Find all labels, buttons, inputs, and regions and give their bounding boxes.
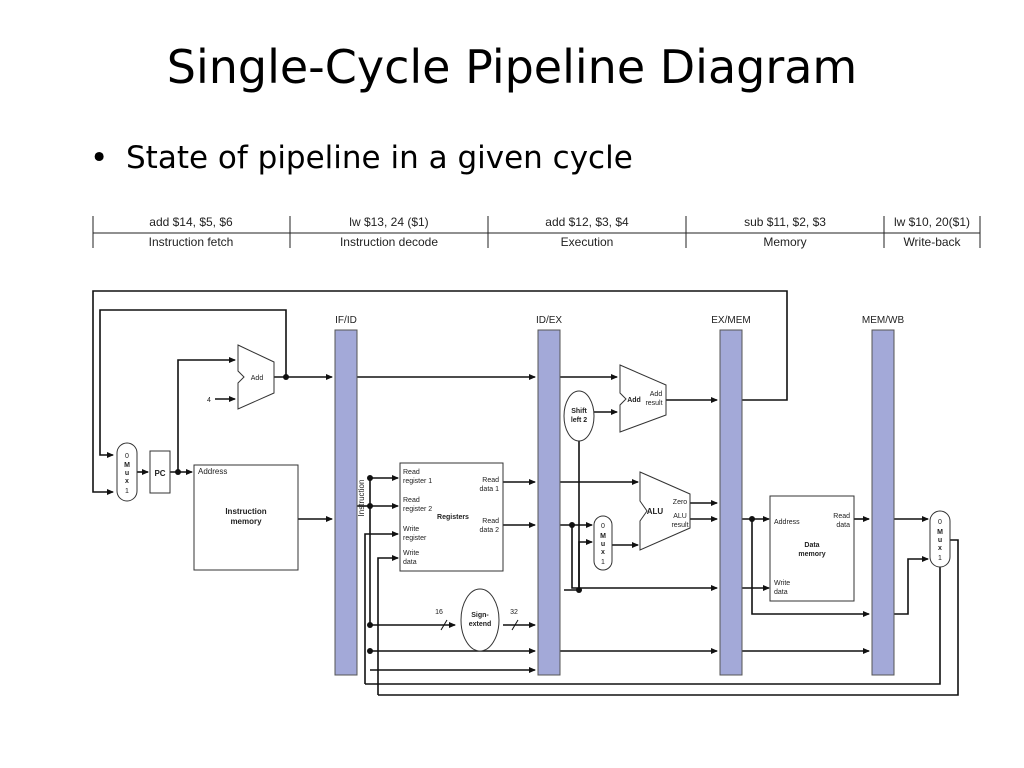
- stage-name-ex: Execution: [561, 235, 614, 249]
- mem-wb-label: MEM/WB: [862, 315, 905, 326]
- stage-instr-wb: lw $10, 20($1): [894, 215, 970, 229]
- svg-text:memory: memory: [230, 517, 262, 526]
- svg-text:Write: Write: [403, 550, 419, 557]
- svg-text:Instruction: Instruction: [225, 507, 266, 516]
- stage-instr-ex: add $12, $3, $4: [545, 215, 629, 229]
- svg-text:M: M: [600, 533, 606, 540]
- pipeline-registers: IF/ID ID/EX EX/MEM MEM/WB Instruction: [334, 315, 905, 676]
- bullet-point: • State of pipeline in a given cycle: [90, 140, 633, 177]
- pc-mux: 0 M u x 1: [116, 442, 138, 502]
- svg-text:x: x: [938, 545, 942, 552]
- writeback-mux: 0 M u x 1: [929, 510, 951, 568]
- alu-src-mux: 0 M u x 1: [593, 515, 613, 571]
- if-id-register: [334, 329, 358, 676]
- svg-text:0: 0: [938, 519, 942, 526]
- svg-text:register 2: register 2: [403, 506, 432, 513]
- svg-text:data: data: [836, 522, 850, 529]
- svg-text:Write: Write: [403, 526, 419, 533]
- svg-text:0: 0: [125, 453, 129, 460]
- svg-text:Add: Add: [627, 397, 641, 404]
- svg-text:data: data: [403, 559, 417, 566]
- ex-mem-label: EX/MEM: [711, 315, 750, 326]
- svg-text:1: 1: [938, 555, 942, 562]
- svg-text:u: u: [938, 537, 942, 544]
- svg-text:left 2: left 2: [571, 417, 587, 424]
- junction-dots: [175, 374, 755, 654]
- svg-text:ALU: ALU: [673, 513, 687, 520]
- svg-text:Shift: Shift: [571, 408, 587, 415]
- svg-text:register 1: register 1: [403, 478, 432, 485]
- svg-text:Read: Read: [833, 513, 850, 520]
- svg-text:data 1: data 1: [480, 486, 500, 493]
- id-ex-register: [537, 329, 561, 676]
- svg-text:Address: Address: [198, 467, 227, 476]
- svg-text:u: u: [125, 470, 129, 477]
- svg-text:Read: Read: [482, 477, 499, 484]
- svg-text:x: x: [601, 549, 605, 556]
- svg-text:32: 32: [510, 609, 518, 616]
- svg-text:result: result: [671, 522, 688, 529]
- shift-left-2: Shift left 2: [563, 390, 595, 442]
- stage-name-if: Instruction fetch: [149, 235, 234, 249]
- svg-text:Sign-: Sign-: [471, 612, 489, 619]
- stage-table: add $14, $5, $6 lw $13, 24 ($1) add $12,…: [92, 215, 981, 249]
- stage-name-id: Instruction decode: [340, 235, 438, 249]
- datapath-wires: [92, 290, 959, 696]
- mem-wb-register: [871, 329, 895, 676]
- sign-extend: Sign- extend 16 32: [435, 588, 519, 652]
- pc-label: PC: [154, 469, 165, 478]
- svg-text:M: M: [124, 462, 130, 469]
- svg-text:M: M: [937, 529, 943, 536]
- svg-text:Read: Read: [403, 469, 420, 476]
- stage-name-wb: Write-back: [903, 235, 961, 249]
- instruction-wire-label: Instruction: [357, 480, 366, 517]
- svg-text:Write: Write: [774, 580, 790, 587]
- bullet-text: State of pipeline in a given cycle: [126, 140, 633, 176]
- id-ex-label: ID/EX: [536, 315, 562, 326]
- if-id-label: IF/ID: [335, 315, 357, 326]
- stage-instr-if: add $14, $5, $6: [149, 215, 233, 229]
- register-file: Read register 1 Read register 2 Write re…: [399, 462, 504, 572]
- svg-text:Zero: Zero: [673, 499, 688, 506]
- data-memory: Address Read data Data memory Write data: [769, 495, 855, 602]
- branch-adder: Add Add result: [619, 364, 667, 433]
- svg-text:1: 1: [125, 488, 129, 495]
- svg-text:Registers: Registers: [437, 514, 469, 521]
- svg-text:memory: memory: [798, 551, 825, 558]
- pc-register: PC: [149, 450, 171, 494]
- stage-instr-mem: sub $11, $2, $3: [744, 215, 826, 229]
- svg-text:register: register: [403, 535, 427, 542]
- bullet-dot-icon: •: [90, 140, 109, 176]
- constant-four: 4: [207, 397, 211, 404]
- slide-title: Single-Cycle Pipeline Diagram: [166, 40, 858, 94]
- svg-text:16: 16: [435, 609, 443, 616]
- ex-mem-register: [719, 329, 743, 676]
- stage-instr-id: lw $13, 24 ($1): [349, 215, 428, 229]
- svg-text:result: result: [645, 400, 662, 407]
- alu: ALU Zero ALU result: [639, 471, 691, 551]
- instruction-memory: Address Instruction memory: [193, 464, 299, 571]
- svg-text:Read: Read: [482, 518, 499, 525]
- svg-text:Data: Data: [804, 542, 819, 549]
- svg-text:Address: Address: [774, 519, 800, 526]
- pc-adder: Add 4: [207, 344, 275, 410]
- svg-text:x: x: [125, 478, 129, 485]
- svg-text:data: data: [774, 589, 788, 596]
- svg-text:0: 0: [601, 523, 605, 530]
- stage-name-mem: Memory: [763, 235, 806, 249]
- svg-text:data 2: data 2: [480, 527, 500, 534]
- svg-text:Add: Add: [650, 391, 663, 398]
- svg-text:ALU: ALU: [647, 507, 664, 516]
- svg-text:extend: extend: [469, 621, 492, 628]
- svg-text:u: u: [601, 541, 605, 548]
- svg-text:1: 1: [601, 559, 605, 566]
- svg-text:Add: Add: [251, 375, 264, 382]
- svg-text:Read: Read: [403, 497, 420, 504]
